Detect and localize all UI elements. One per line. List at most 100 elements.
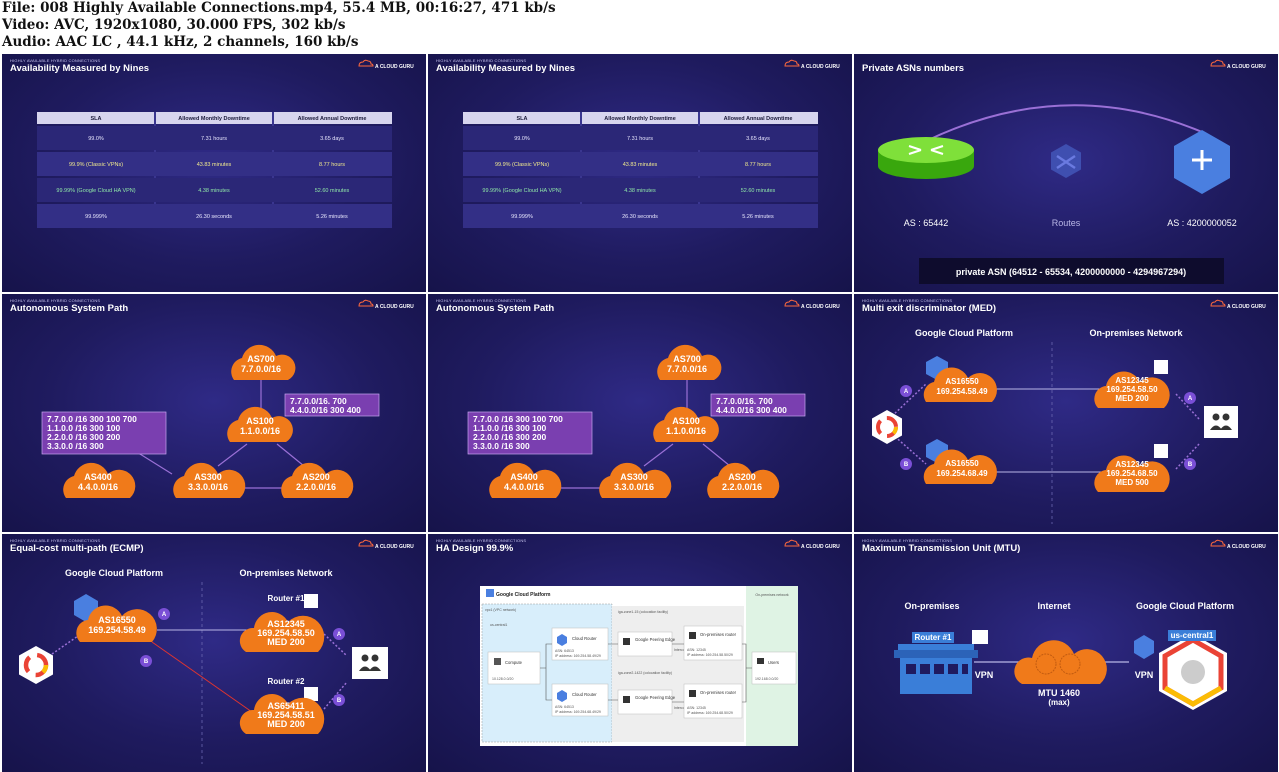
route-row: 4.4.0.0/16 300 400 — [290, 405, 361, 415]
route-row: 7.7.0.0/16. 700 — [716, 396, 773, 406]
badge-b: B — [900, 458, 912, 470]
thumbnail-tile-9[interactable]: HIGHLY AVAILABLE HYBRID CONNECTIONS Maxi… — [854, 534, 1278, 772]
gcp-label: Google Cloud Platform — [496, 592, 551, 598]
thumbnail-tile-4[interactable]: HIGHLY AVAILABLE HYBRID CONNECTIONS Auto… — [2, 294, 426, 532]
table-cell: 8.77 hours — [745, 162, 771, 168]
cloud-shape — [657, 344, 722, 380]
table-cell: 43.83 minutes — [197, 162, 232, 168]
onprem-heading: On-premises — [904, 601, 959, 611]
user-head — [361, 654, 369, 662]
router-arrows — [908, 145, 944, 155]
route-table-right: 7.7.0.0/16. 700 4.4.0.0/16 300 400 — [710, 393, 806, 417]
onprem-router-icon — [689, 632, 696, 639]
gcp-hex-logo — [872, 410, 902, 444]
table-cell: 8.77 hours — [319, 162, 345, 168]
interconnect-label: Interconnect — [674, 648, 693, 652]
cloud-guru-logo: A CLOUD GURU — [1210, 59, 1266, 70]
route-row: 2.2.0.0 /16 300 200 — [47, 432, 121, 442]
table-row — [463, 204, 818, 228]
cloud-logo-icon — [1210, 299, 1226, 307]
peering-edge-label: Google Peering Edge — [635, 695, 676, 700]
gcp-ring-yellow — [1163, 685, 1223, 707]
brand-text: A CLOUD GURU — [801, 304, 840, 310]
internet-cloud — [1014, 640, 1107, 684]
badge-b: B — [333, 694, 345, 706]
peering-edge-label: Google Peering Edge — [635, 637, 676, 642]
cloud-router-label: Cloud Router — [572, 692, 597, 697]
badge-circle — [1184, 392, 1196, 404]
onprem-router-ip: IP address: 169.254.58.50/29 — [687, 653, 733, 657]
table-header-cell: SLA — [91, 116, 102, 122]
slide-title: Equal-cost multi-path (ECMP) — [10, 543, 144, 554]
brand-text: A CLOUD GURU — [801, 64, 840, 70]
thumbnail-tile-2[interactable]: HIGHLY AVAILABLE HYBRID CONNECTIONS Avai… — [428, 54, 852, 292]
badge-circle — [900, 385, 912, 397]
thumbnail-tile-6[interactable]: HIGHLY AVAILABLE HYBRID CONNECTIONS Mult… — [854, 294, 1278, 532]
user-head — [1212, 413, 1220, 421]
cloud-logo-icon — [784, 299, 800, 307]
cloud-guru-logo: A CLOUD GURU — [784, 299, 840, 310]
gcp-ring — [876, 416, 898, 438]
ip-label: 169.254.58.49 — [88, 625, 146, 635]
compute-icon — [494, 658, 501, 665]
cloud-as200: AS200 2.2.0.0/16 — [281, 462, 354, 498]
slide-eyebrow: HIGHLY AVAILABLE HYBRID CONNECTIONS — [10, 58, 100, 63]
cloud-as: AS300 — [620, 472, 648, 482]
thumbnail-tile-8[interactable]: HIGHLY AVAILABLE HYBRID CONNECTIONS HA D… — [428, 534, 852, 772]
route-row: 7.7.0.0 /16 300 100 700 — [473, 414, 563, 424]
table-cell: 99.0% — [514, 136, 530, 142]
route-table-left: 7.7.0.0 /16 300 100 700 1.1.0.0 /16 300 … — [467, 411, 593, 455]
slide-title: Availability Measured by Nines — [436, 63, 575, 74]
med-label: MED 200 — [1115, 394, 1149, 403]
table-header-bg — [37, 112, 392, 124]
compute-box — [487, 651, 541, 685]
thumbnail-tile-1[interactable]: HIGHLY AVAILABLE HYBRID CONNECTIONS Avai… — [2, 54, 426, 292]
table-cell: 26.30 seconds — [622, 214, 658, 220]
mtu-max-label: (max) — [1048, 698, 1070, 707]
as-label: AS12345 — [267, 619, 305, 629]
slide-private-asn: Private ASNs numbers A CLOUD GURU AS : 6… — [862, 59, 1266, 284]
cloud-shape — [707, 462, 780, 498]
ip-label: 169.254.68.50 — [1106, 469, 1158, 478]
router1-cloud: AS12345 169.254.58.50 MED 200 — [239, 612, 325, 652]
file-info-header: File: 008 Highly Available Connections.m… — [0, 0, 1279, 52]
onprem-router-box — [683, 625, 743, 661]
ip-label: 169.254.58.50 — [1106, 385, 1158, 394]
slide-title: Autonomous System Path — [436, 303, 554, 314]
cloud-shape — [1094, 371, 1170, 408]
link-line — [702, 443, 731, 467]
slide-sla-table-2: HIGHLY AVAILABLE HYBRID CONNECTIONS Avai… — [436, 58, 840, 228]
brand-text: A CLOUD GURU — [1227, 304, 1266, 310]
router1-label: Router #1 — [268, 594, 305, 603]
thumbnail-tile-3[interactable]: Private ASNs numbers A CLOUD GURU AS : 6… — [854, 54, 1278, 292]
table-cell: 52.60 minutes — [741, 188, 776, 194]
thumbnail-tile-5[interactable]: HIGHLY AVAILABLE HYBRID CONNECTIONS Auto… — [428, 294, 852, 532]
cloud-router-hex-icon — [1174, 130, 1230, 194]
asn-banner-text: private ASN (64512 - 65534, 4200000000 -… — [956, 267, 1186, 277]
badge-text: A — [904, 389, 909, 395]
brand-text: A CLOUD GURU — [375, 544, 414, 550]
cloud-as100: AS100 1.1.0.0/16 — [227, 406, 293, 442]
slide-title: Multi exit discriminator (MED) — [862, 303, 996, 314]
store-window — [906, 664, 916, 674]
cloud-as: AS100 — [246, 416, 274, 426]
gcp-cloud-bottom: AS16550 169.254.68.49 — [923, 449, 997, 484]
shuffle-glyph — [1056, 154, 1076, 170]
cloud-as: AS200 — [728, 472, 756, 482]
cloud-net: 1.1.0.0/16 — [240, 426, 280, 436]
brand-text: A CLOUD GURU — [1227, 544, 1266, 550]
badge-b: B — [140, 655, 152, 667]
route-box — [710, 393, 806, 417]
table-header-cell: Allowed Monthly Downtime — [604, 116, 676, 122]
compute-net: 10.128.0.0/20 — [492, 677, 513, 681]
thumbnail-tile-7[interactable]: HIGHLY AVAILABLE HYBRID CONNECTIONS Equa… — [2, 534, 426, 772]
ip-label: 169.254.68.49 — [936, 469, 988, 478]
cloud-logo-icon — [1210, 539, 1226, 547]
router-label: Router #1 — [915, 633, 952, 642]
users-icon — [1204, 406, 1238, 438]
store-window — [934, 664, 944, 674]
peering-edge-icon — [623, 638, 630, 645]
as-label: AS65411 — [267, 701, 304, 711]
badge-a: A — [900, 385, 912, 397]
cloud-shape — [1094, 455, 1170, 492]
